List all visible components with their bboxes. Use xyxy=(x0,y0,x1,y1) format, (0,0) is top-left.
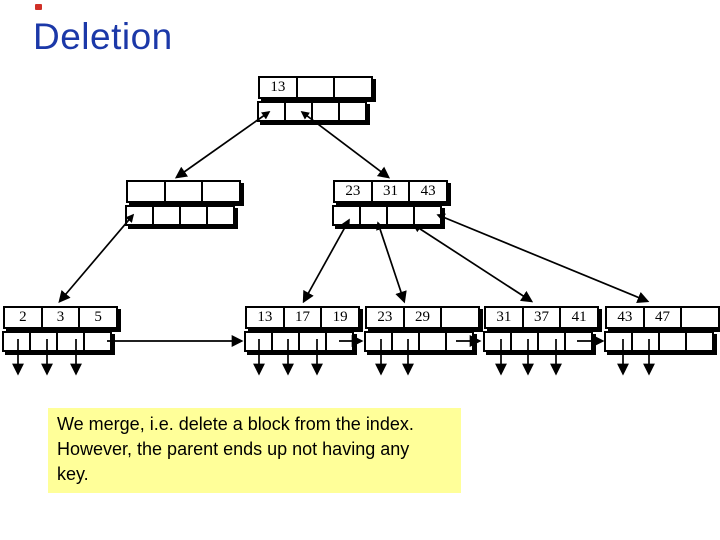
pointer-cell xyxy=(388,207,415,224)
pointer-row xyxy=(125,205,235,226)
key-cell xyxy=(128,182,166,201)
key-cell xyxy=(335,78,371,97)
pointer-cell xyxy=(313,103,340,120)
pointer-cell xyxy=(31,333,58,350)
pointer-cell xyxy=(485,333,512,350)
key-cell: 41 xyxy=(571,309,587,325)
key-cell xyxy=(682,308,718,327)
slide-title: Deletion xyxy=(33,16,173,57)
pointer-cell xyxy=(58,333,85,350)
tree-leaf-4: 31 37 41 xyxy=(483,306,599,352)
key-row: 13 17 19 xyxy=(245,306,360,329)
key-row: 23 31 43 xyxy=(333,180,448,203)
tree-leaf-3: 23 29 xyxy=(364,306,480,352)
pointer-cell xyxy=(393,333,420,350)
pointer-cell xyxy=(340,103,365,120)
key-row: 31 37 41 xyxy=(484,306,599,329)
note-box: We merge, i.e. delete a block from the i… xyxy=(48,408,461,493)
key-cell: 5 xyxy=(94,309,102,325)
pointer-cell xyxy=(327,333,352,350)
key-row: 13 xyxy=(258,76,373,99)
pointer-cell xyxy=(512,333,539,350)
pointer-cell xyxy=(447,333,472,350)
key-cell: 3 xyxy=(43,308,81,327)
edge-right-internal-to-leaf-3 xyxy=(376,221,407,304)
tree-leaf-5: 43 47 xyxy=(604,306,720,352)
pointer-cell xyxy=(127,207,154,224)
pointer-cell xyxy=(208,207,233,224)
pointer-cell xyxy=(566,333,591,350)
key-cell xyxy=(442,308,478,327)
key-cell: 43 xyxy=(420,183,436,199)
edge-root-to-left-internal xyxy=(174,111,271,179)
pointer-row xyxy=(364,331,474,352)
tree-node-internal-right: 23 31 43 xyxy=(332,180,448,226)
key-row: 2 3 5 xyxy=(3,306,118,329)
key-cell xyxy=(203,182,239,201)
key-cell: 43 xyxy=(607,308,645,327)
pointer-row xyxy=(604,331,714,352)
pointer-cell xyxy=(334,207,361,224)
pointer-row xyxy=(244,331,354,352)
pointer-row xyxy=(257,101,367,122)
pointer-cell xyxy=(85,333,110,350)
pointer-cell xyxy=(4,333,31,350)
pointer-cell xyxy=(687,333,712,350)
key-cell: 23 xyxy=(367,308,405,327)
edge-right-internal-to-leaf-5 xyxy=(436,213,650,303)
pointer-cell xyxy=(246,333,273,350)
key-cell: 29 xyxy=(405,308,443,327)
accent-mark xyxy=(35,4,42,10)
key-cell: 13 xyxy=(260,78,298,97)
key-cell: 17 xyxy=(285,308,323,327)
pointer-cell xyxy=(286,103,313,120)
key-cell: 2 xyxy=(5,308,43,327)
edge-left-internal-to-leaf-1 xyxy=(58,213,135,303)
pointer-cell xyxy=(660,333,687,350)
pointer-cell xyxy=(539,333,566,350)
edge-right-internal-to-leaf-4 xyxy=(412,224,534,303)
tree-node-internal-left xyxy=(125,180,241,226)
key-cell: 13 xyxy=(247,308,285,327)
pointer-cell xyxy=(181,207,208,224)
pointer-cell xyxy=(300,333,327,350)
pointer-cell xyxy=(420,333,447,350)
key-cell: 37 xyxy=(524,308,562,327)
pointer-cell xyxy=(366,333,393,350)
pointer-cell xyxy=(633,333,660,350)
key-cell: 31 xyxy=(486,308,524,327)
key-row: 23 29 xyxy=(365,306,480,329)
key-cell: 19 xyxy=(332,309,348,325)
pointer-cell xyxy=(273,333,300,350)
key-cell: 23 xyxy=(335,182,373,201)
pointer-cell xyxy=(154,207,181,224)
key-cell xyxy=(166,182,204,201)
key-row: 43 47 xyxy=(605,306,720,329)
tree-node-root: 13 xyxy=(257,76,373,122)
pointer-cell xyxy=(415,207,440,224)
edge-right-internal-to-leaf-2 xyxy=(302,218,350,304)
key-cell: 47 xyxy=(645,308,683,327)
key-cell xyxy=(298,78,336,97)
pointer-cell xyxy=(606,333,633,350)
tree-leaf-1: 2 3 5 xyxy=(2,306,118,352)
tree-leaf-2: 13 17 19 xyxy=(244,306,360,352)
key-row xyxy=(126,180,241,203)
pointer-row xyxy=(2,331,112,352)
pointer-row xyxy=(483,331,593,352)
pointer-row xyxy=(332,205,442,226)
pointer-cell xyxy=(259,103,286,120)
pointer-cell xyxy=(361,207,388,224)
key-cell: 31 xyxy=(373,182,411,201)
